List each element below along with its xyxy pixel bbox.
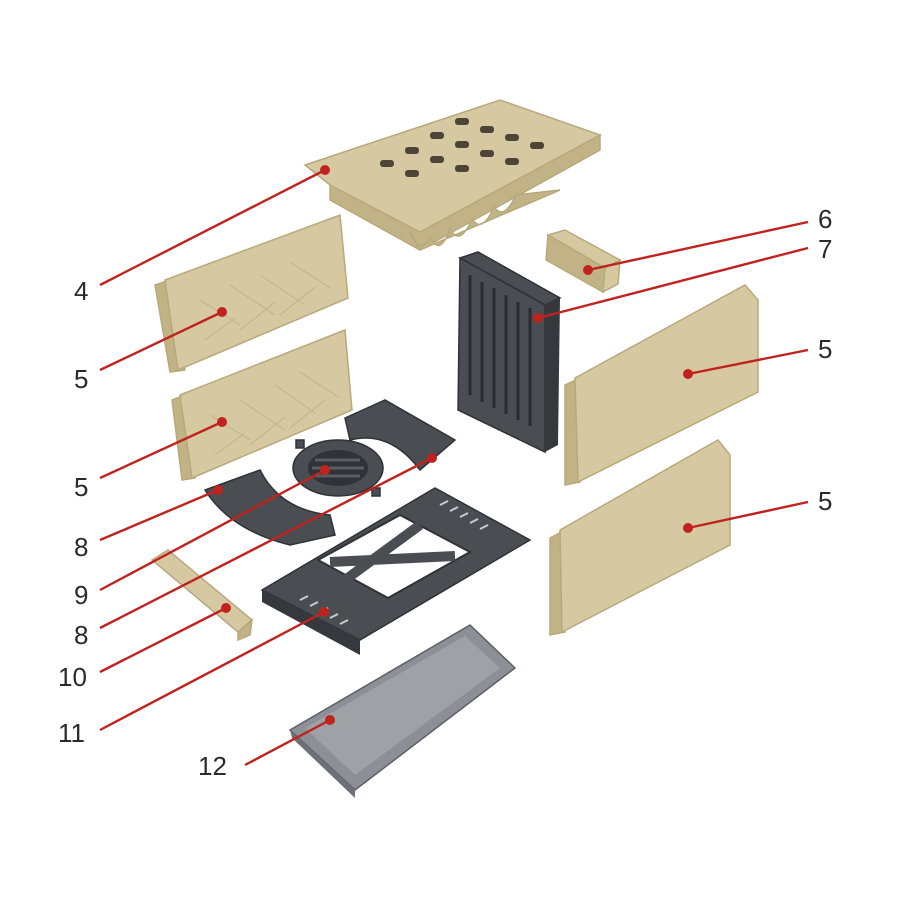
part-5-right-lower-brick <box>549 439 731 636</box>
part-9-round-grate <box>292 439 384 497</box>
label-part-5-right-upper: 5 <box>818 334 832 364</box>
label-part-9: 9 <box>74 580 88 610</box>
label-part-5-left-upper: 5 <box>74 364 88 394</box>
part-8-left-grate-segment <box>203 469 336 546</box>
part-6-small-brick <box>545 229 622 294</box>
part-5-right-upper-brick <box>564 284 759 486</box>
label-part-7: 7 <box>818 234 832 264</box>
part-7-back-plate <box>457 251 562 454</box>
label-part-12: 12 <box>198 751 227 781</box>
label-part-8-left: 8 <box>74 532 88 562</box>
part-12-ash-pan <box>288 624 517 798</box>
label-part-5-right-lower: 5 <box>818 486 832 516</box>
part-labels: 4 5 5 6 7 5 5 8 9 8 10 11 12 <box>58 204 832 781</box>
label-part-6: 6 <box>818 204 832 234</box>
part-4-baffle-brick <box>303 99 602 251</box>
part-5-left-lower-brick <box>171 328 353 481</box>
label-part-5-left-lower: 5 <box>74 472 88 502</box>
label-part-8-right: 8 <box>74 620 88 650</box>
label-part-4: 4 <box>74 276 88 306</box>
part-11-grate-frame <box>260 487 532 655</box>
label-part-11: 11 <box>58 718 85 748</box>
label-part-10: 10 <box>58 662 87 692</box>
part-5-left-upper-brick <box>154 213 349 373</box>
leader-lines <box>99 165 809 767</box>
